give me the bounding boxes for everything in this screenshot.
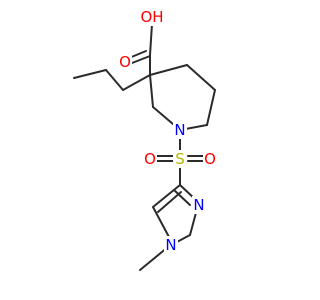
piperidine-n-atom: N <box>173 121 187 139</box>
sulfonyl-s-atom: S <box>173 150 187 168</box>
imidazole-n1-label: N <box>165 236 176 254</box>
bond-propyl-2-3 <box>73 69 107 79</box>
carboxyl-o-label: O <box>119 53 131 71</box>
bond-propyl-1-2 <box>105 69 124 91</box>
sulfonyl-o-left-atom: O <box>143 150 157 168</box>
imidazole-n3-atom: N <box>192 196 206 214</box>
bond-c3-propyl-1 <box>122 74 151 91</box>
bond-carboxyl-c-o-a <box>131 55 151 64</box>
molecule-structure: OH O N S O O N N <box>73 8 217 271</box>
bond-carboxyl-c-oh <box>149 23 153 56</box>
bond-c5-c6 <box>206 89 216 126</box>
bond-n1-c5 <box>152 206 170 238</box>
bond-c5-c4-b <box>157 191 182 213</box>
carboxyl-oh-atom: OH <box>140 8 164 26</box>
bond-c3-c4 <box>149 64 188 76</box>
carboxyl-oh-label: OH <box>140 8 163 26</box>
sulfonyl-s-label: S <box>175 150 185 168</box>
bond-c4-n3-b <box>173 189 191 206</box>
bond-c5-c4-a <box>152 184 181 208</box>
bond-c4-c5 <box>186 64 216 91</box>
bond-layer <box>73 23 216 271</box>
carboxyl-o-atom: O <box>118 53 132 71</box>
sulfonyl-o-left-label: O <box>144 150 156 168</box>
piperidine-n-label: N <box>174 121 185 139</box>
atom-label-layer: OH O N S O O N N <box>118 8 217 254</box>
sulfonyl-o-right-atom: O <box>203 150 217 168</box>
sulfonyl-o-right-label: O <box>204 150 216 168</box>
imidazole-n3-label: N <box>193 196 204 214</box>
bond-c2-c3 <box>149 74 154 108</box>
bond-n1-methyl <box>139 246 169 271</box>
imidazole-n1-atom: N <box>164 236 178 254</box>
